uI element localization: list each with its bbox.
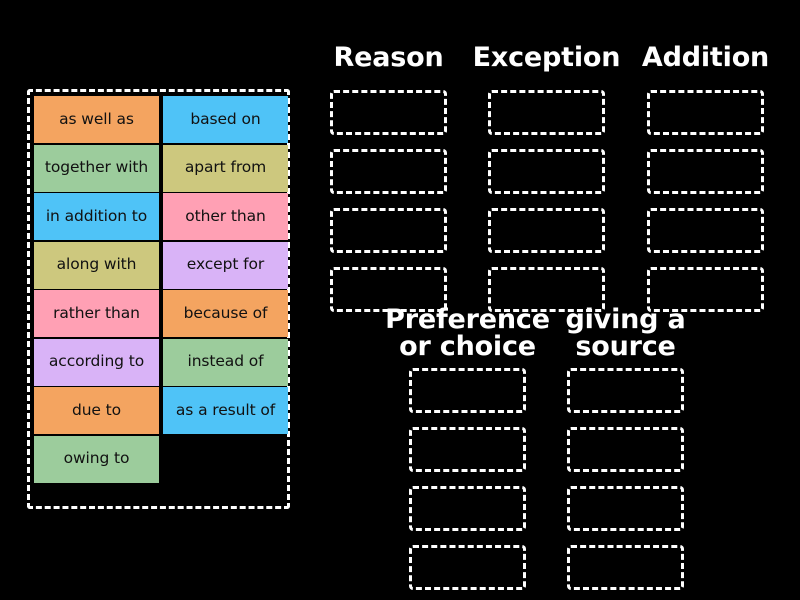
drop-slot-reason-1[interactable] bbox=[330, 90, 447, 135]
category-title-giving-a-source: giving a source bbox=[565, 304, 686, 362]
drop-slot-giving-a-source-1[interactable] bbox=[567, 368, 684, 413]
drop-slot-preference-or-choice-1[interactable] bbox=[409, 368, 526, 413]
drop-slot-addition-3[interactable] bbox=[647, 208, 764, 253]
word-tile[interactable]: owing to bbox=[34, 435, 159, 483]
category-title-exception: Exception bbox=[472, 42, 621, 73]
category-title-addition: Addition bbox=[641, 42, 770, 73]
drop-slot-addition-1[interactable] bbox=[647, 90, 764, 135]
word-tile[interactable]: apart from bbox=[163, 144, 288, 192]
drop-slot-addition-4[interactable] bbox=[647, 267, 764, 312]
word-tile[interactable]: along with bbox=[34, 241, 159, 289]
drop-slot-exception-2[interactable] bbox=[488, 149, 605, 194]
word-tile[interactable]: as a result of bbox=[163, 387, 288, 434]
drop-slot-reason-4[interactable] bbox=[330, 267, 447, 312]
word-tile[interactable]: except for bbox=[163, 241, 288, 289]
word-tile[interactable]: based on bbox=[163, 96, 288, 143]
category-title-preference-or-choice: Preference or choice bbox=[385, 304, 550, 362]
word-tile[interactable]: in addition to bbox=[34, 193, 159, 240]
word-tile[interactable]: together with bbox=[34, 144, 159, 192]
drop-slot-addition-2[interactable] bbox=[647, 149, 764, 194]
drop-slot-giving-a-source-4[interactable] bbox=[567, 545, 684, 590]
drop-slot-preference-or-choice-2[interactable] bbox=[409, 427, 526, 472]
drop-slot-preference-or-choice-3[interactable] bbox=[409, 486, 526, 531]
drop-slot-exception-1[interactable] bbox=[488, 90, 605, 135]
word-tile[interactable]: rather than bbox=[34, 290, 159, 337]
word-tile[interactable]: as well as bbox=[34, 96, 159, 143]
word-tile[interactable]: according to bbox=[34, 338, 159, 386]
word-tile[interactable]: because of bbox=[163, 290, 288, 337]
drop-slot-giving-a-source-2[interactable] bbox=[567, 427, 684, 472]
drop-slot-exception-3[interactable] bbox=[488, 208, 605, 253]
drop-slot-reason-3[interactable] bbox=[330, 208, 447, 253]
drop-slot-preference-or-choice-4[interactable] bbox=[409, 545, 526, 590]
drop-slot-giving-a-source-3[interactable] bbox=[567, 486, 684, 531]
word-tile[interactable]: instead of bbox=[163, 338, 288, 386]
category-title-reason: Reason bbox=[333, 42, 444, 73]
drop-slot-exception-4[interactable] bbox=[488, 267, 605, 312]
word-tile[interactable]: other than bbox=[163, 193, 288, 240]
drop-slot-reason-2[interactable] bbox=[330, 149, 447, 194]
word-tile[interactable]: due to bbox=[34, 387, 159, 434]
